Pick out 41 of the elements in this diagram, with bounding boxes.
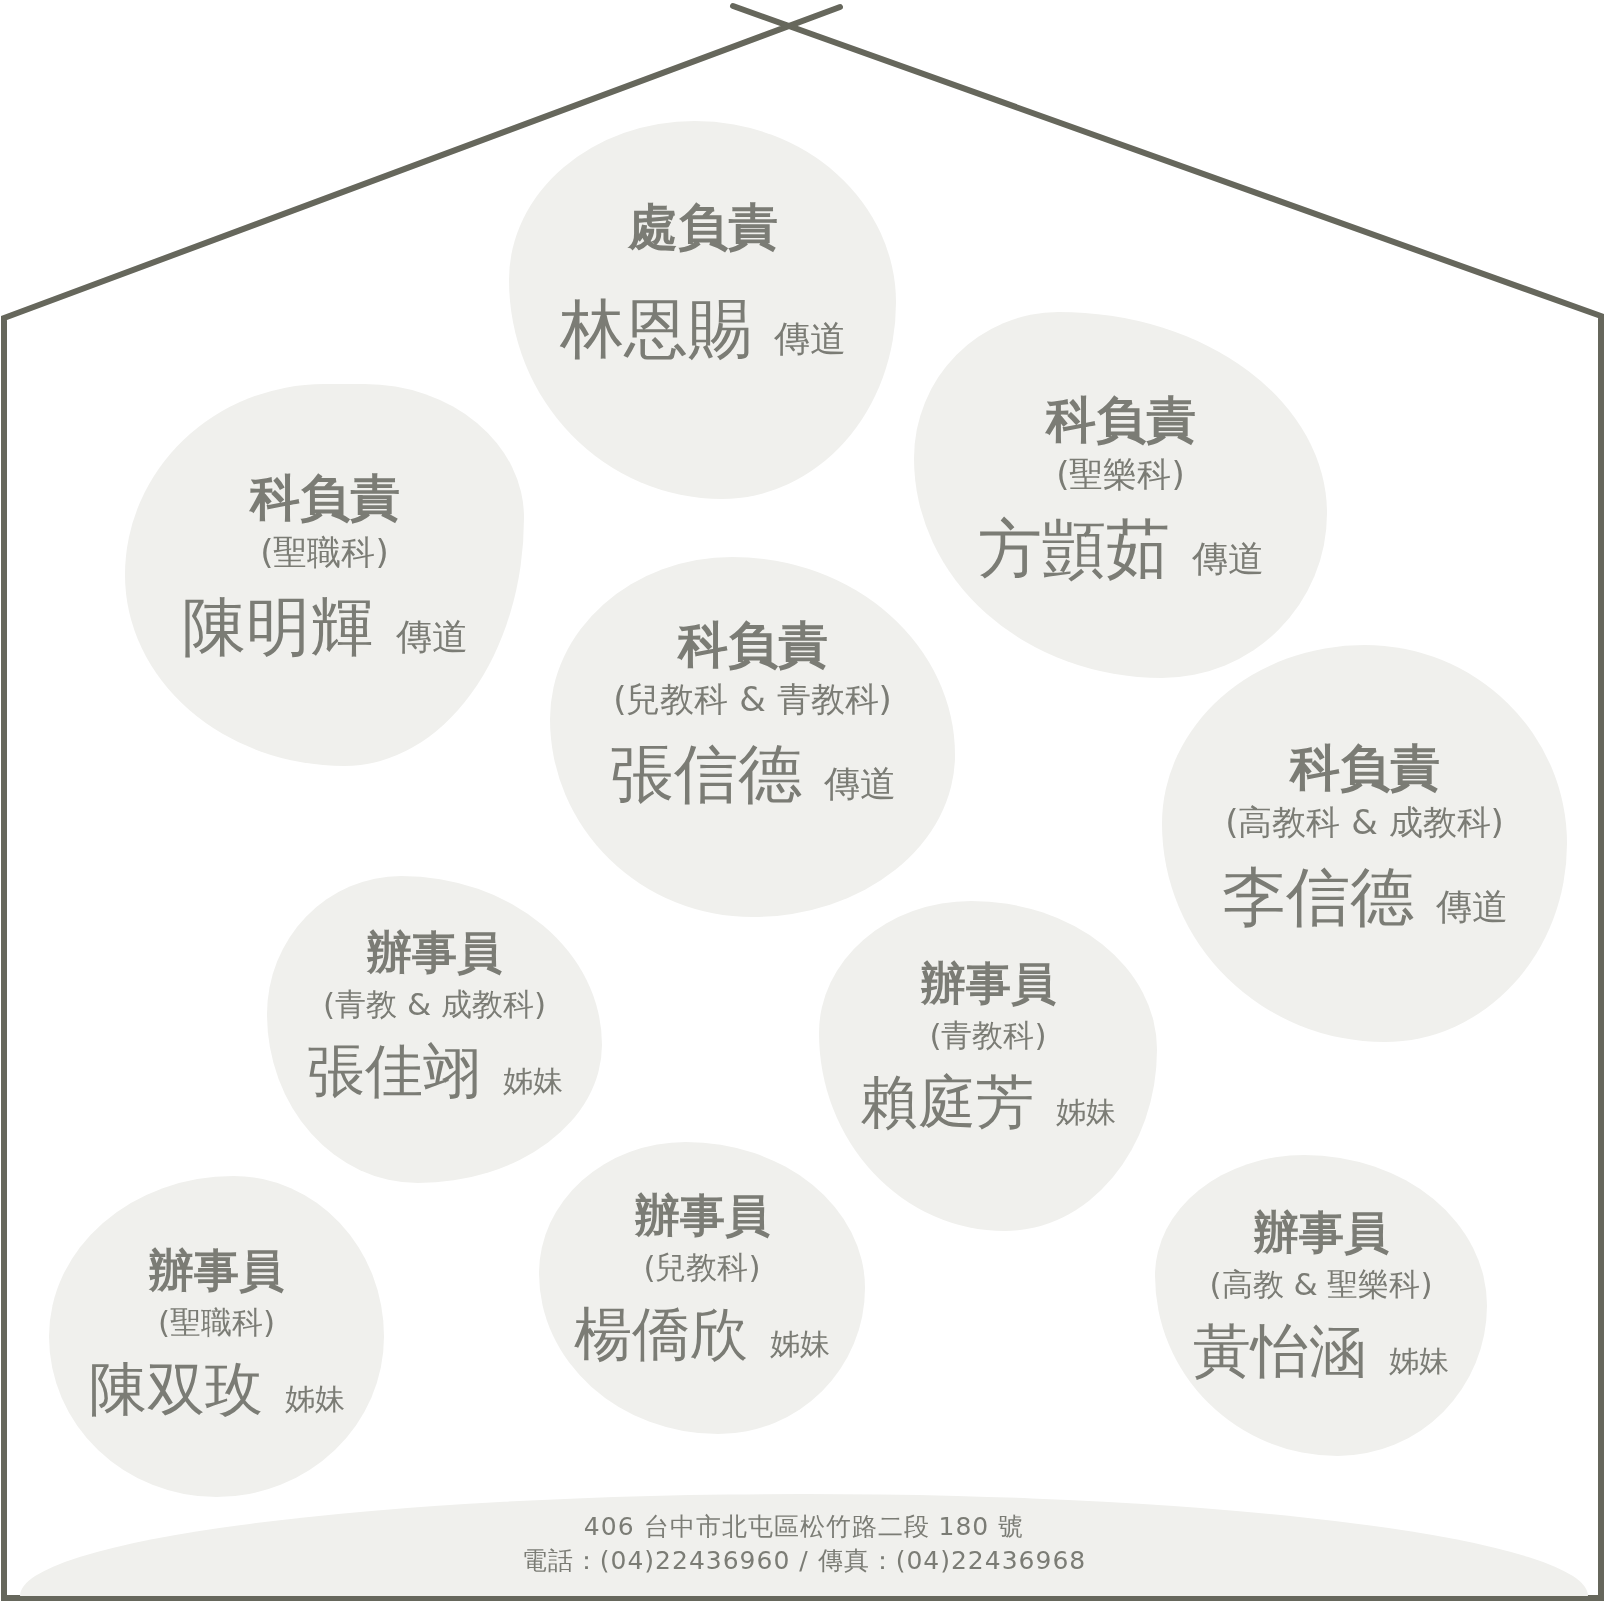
- department-text: (高教科 & 成教科): [1225, 802, 1504, 843]
- honorific-text: 傳道: [1191, 536, 1264, 580]
- contact-text: 電話：(04)22436960 / 傳真：(04)22436968: [521, 1546, 1087, 1576]
- role-heading: 辦事員: [149, 1244, 284, 1298]
- role-heading: 辦事員: [634, 1189, 770, 1243]
- person-name: 張信德: [609, 735, 802, 813]
- department-text: (青教科): [929, 1017, 1047, 1055]
- department-text: (聖職科): [260, 532, 389, 573]
- role-heading: 科負責: [1045, 390, 1196, 450]
- person-name: 楊僑欣: [574, 1300, 748, 1370]
- department-text: (高教 & 聖樂科): [1209, 1266, 1433, 1304]
- department-text: (青教 & 成教科): [322, 986, 547, 1024]
- role-heading: 處負責: [627, 197, 778, 257]
- department-text: (兒教科 & 青教科): [613, 679, 892, 720]
- role-heading: 科負責: [249, 468, 400, 528]
- person-name: 林恩賜: [559, 291, 752, 368]
- address-text: 406 台中市北屯區松竹路二段 180 號: [583, 1512, 1025, 1542]
- role-heading: 科負責: [1289, 738, 1440, 798]
- person-name: 張佳翊: [306, 1037, 481, 1107]
- person-name: 黃怡涵: [1193, 1317, 1367, 1387]
- honorific-text: 傳道: [823, 761, 896, 805]
- person-name: 賴庭芳: [860, 1068, 1034, 1138]
- role-heading: 科負責: [677, 615, 828, 675]
- department-text: (兒教科): [643, 1249, 761, 1287]
- honorific-text: 傳道: [1435, 884, 1508, 928]
- honorific-text: 姊妹: [770, 1326, 830, 1363]
- person-name: 李信德: [1221, 858, 1414, 936]
- honorific-text: 姊妹: [1389, 1343, 1449, 1380]
- honorific-text: 姊妹: [502, 1063, 563, 1100]
- role-heading: 辦事員: [920, 957, 1056, 1011]
- person-name: 方顗茹: [977, 510, 1170, 588]
- honorific-text: 傳道: [395, 614, 468, 658]
- honorific-text: 姊妹: [284, 1381, 345, 1418]
- role-heading: 辦事員: [367, 926, 502, 980]
- person-name: 陳明輝: [181, 588, 374, 666]
- honorific-text: 姊妹: [1056, 1094, 1116, 1131]
- department-text: (聖職科): [157, 1304, 276, 1342]
- honorific-text: 傳道: [773, 317, 846, 361]
- role-heading: 辦事員: [1253, 1206, 1389, 1260]
- department-text: (聖樂科): [1056, 454, 1185, 495]
- person-name: 陳双玫: [88, 1355, 263, 1425]
